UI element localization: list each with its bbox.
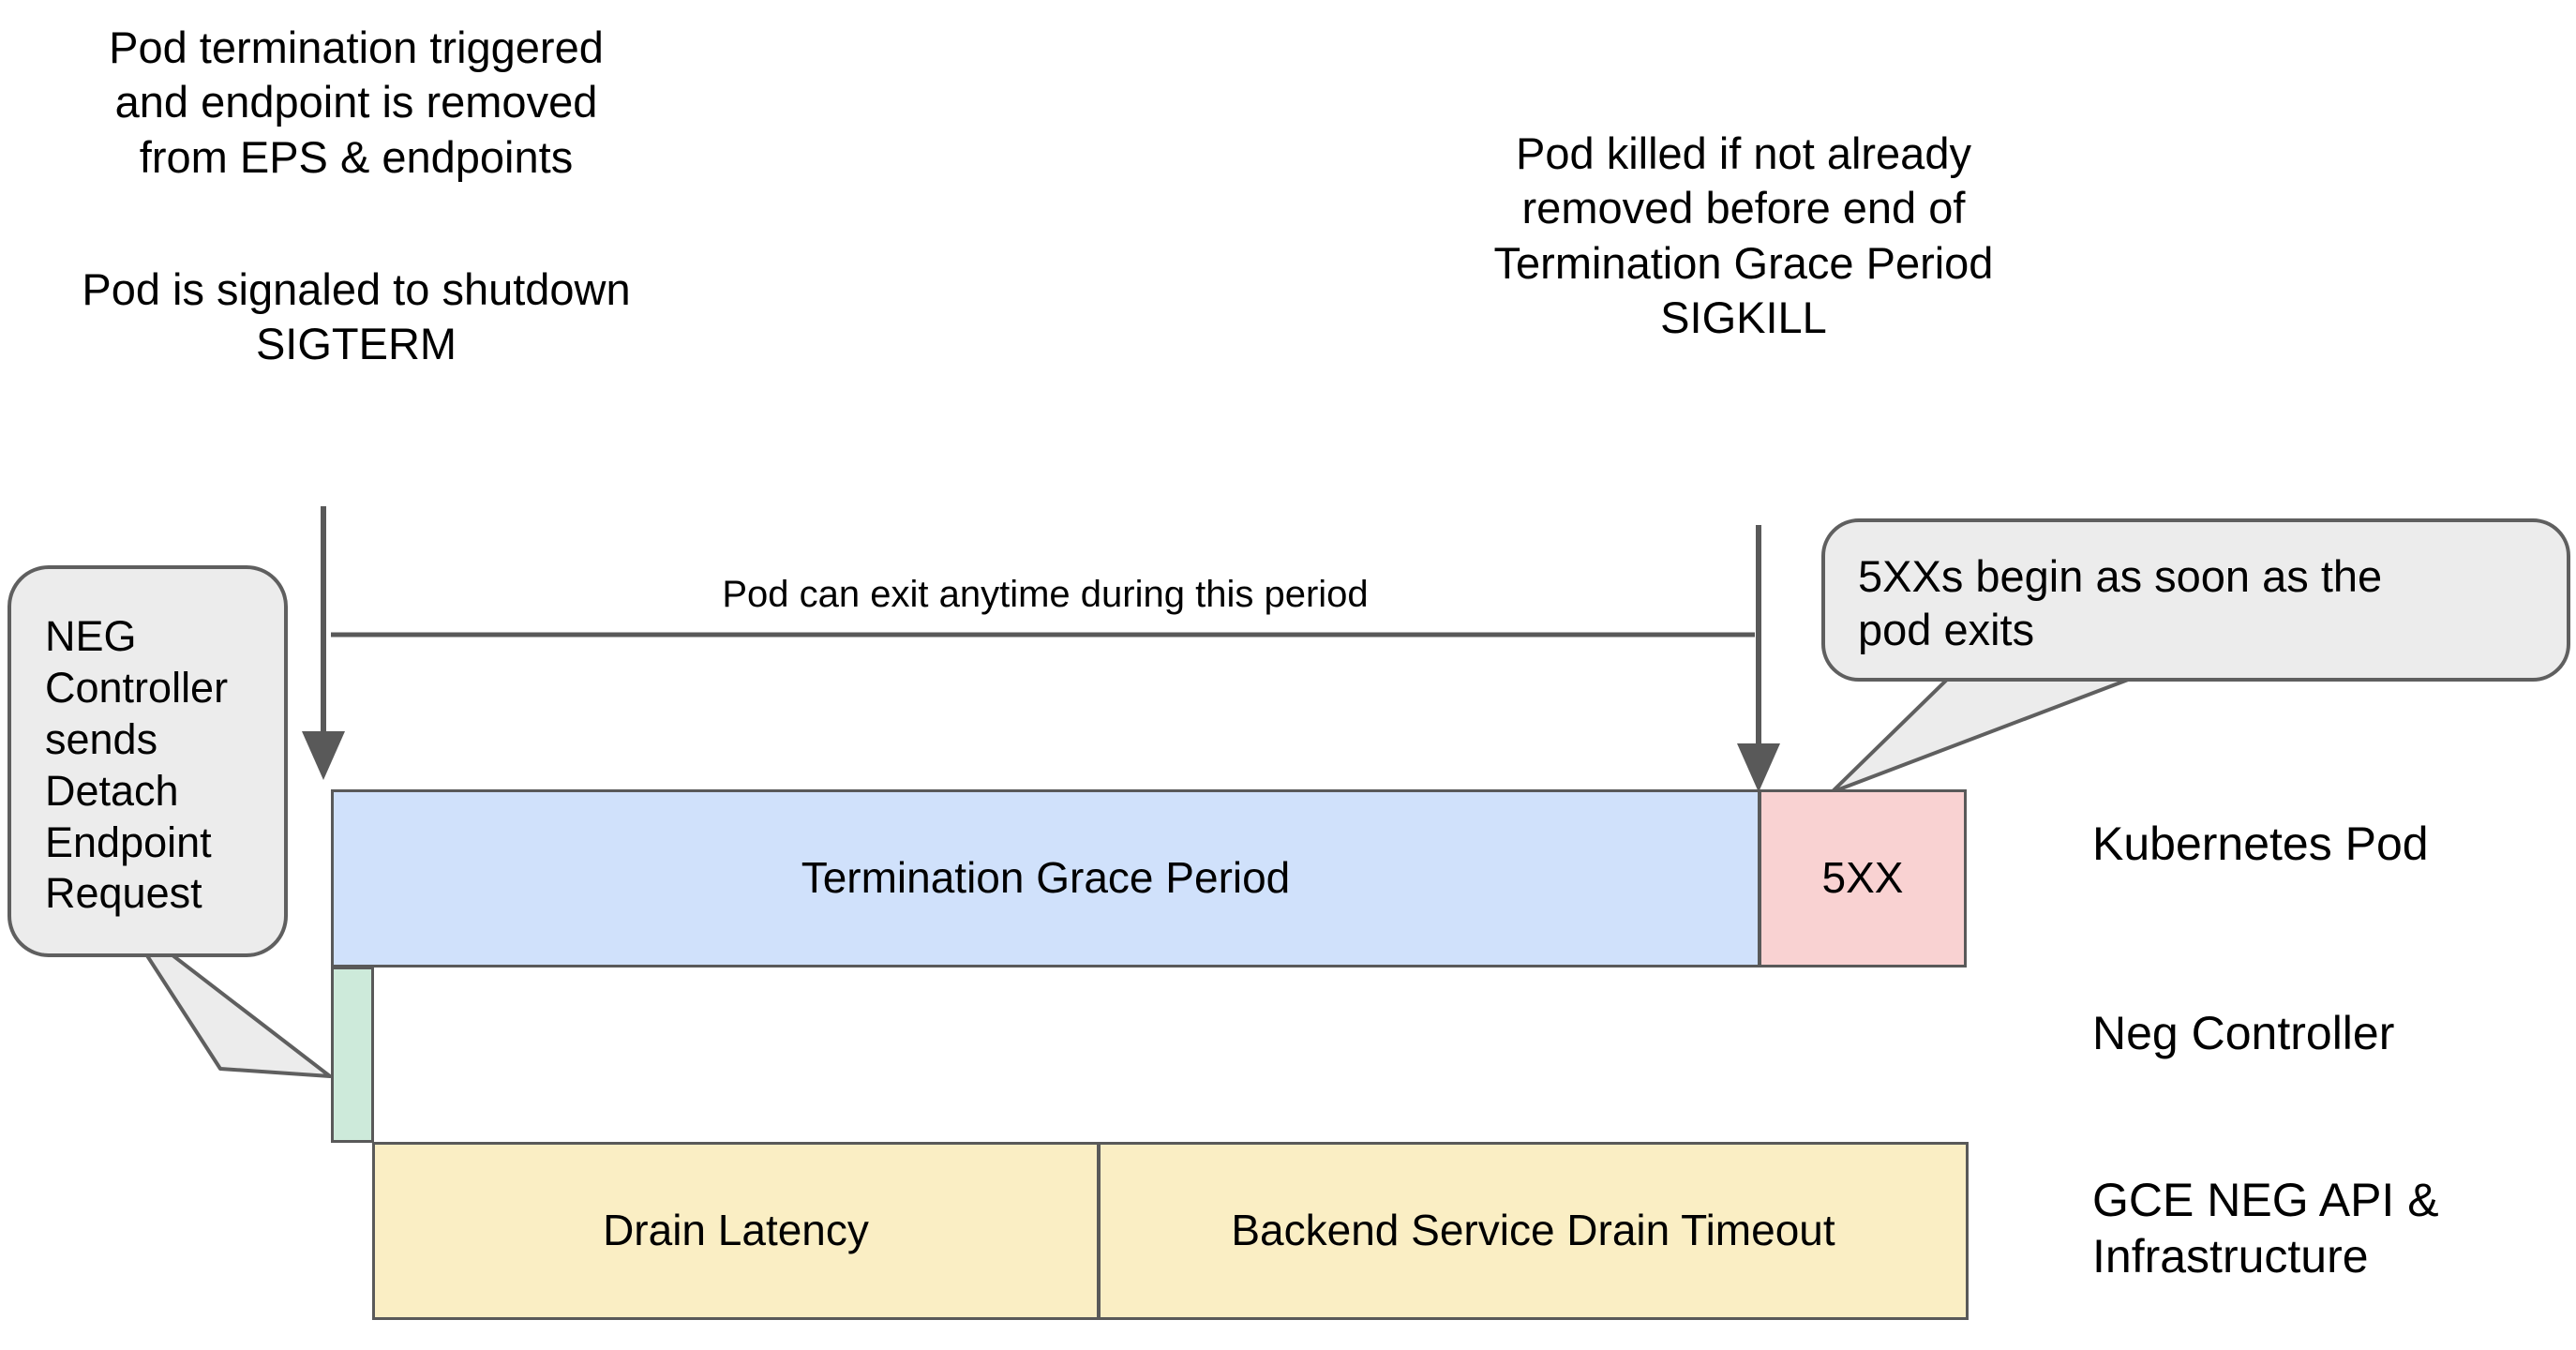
arrow-sigkill-end-of-grace-period	[1737, 525, 1780, 792]
bar-five-xx-label: 5XX	[1821, 853, 1904, 903]
lane-label-gce-neg-api-infrastructure: GCE NEG API & Infrastructure	[2092, 1174, 2439, 1282]
bar-backend-service-drain-timeout: Backend Service Drain Timeout	[1098, 1142, 1969, 1320]
annotation-pod-killed-sigkill: Pod killed if not already removed before…	[1493, 128, 1994, 342]
annotation-pod-signaled-shutdown: Pod is signaled to shutdown SIGTERM	[82, 264, 631, 369]
callout-neg-controller-text: NEG Controller sends Detach Endpoint Req…	[45, 612, 229, 918]
bar-termination-grace-period-label: Termination Grace Period	[801, 853, 1291, 903]
arrow-pod-termination-trigger	[302, 506, 345, 780]
bar-drain-latency: Drain Latency	[372, 1142, 1100, 1320]
bar-five-xx: 5XX	[1759, 789, 1967, 968]
annotation-pod-termination-triggered: Pod termination triggered and endpoint i…	[109, 22, 604, 182]
span-label-pod-can-exit: Pod can exit anytime during this period	[722, 574, 1369, 615]
bar-backend-service-drain-timeout-label: Backend Service Drain Timeout	[1231, 1206, 1835, 1255]
lane-label-kubernetes-pod: Kubernetes Pod	[2092, 818, 2429, 870]
bar-termination-grace-period: Termination Grace Period	[331, 789, 1760, 968]
lane-label-neg-controller: Neg Controller	[2092, 1007, 2395, 1059]
bar-drain-latency-label: Drain Latency	[603, 1206, 869, 1255]
callout-5xx-text: 5XXs begin as soon as the pod exits	[1858, 551, 2383, 655]
bar-neg-detach	[331, 967, 374, 1143]
